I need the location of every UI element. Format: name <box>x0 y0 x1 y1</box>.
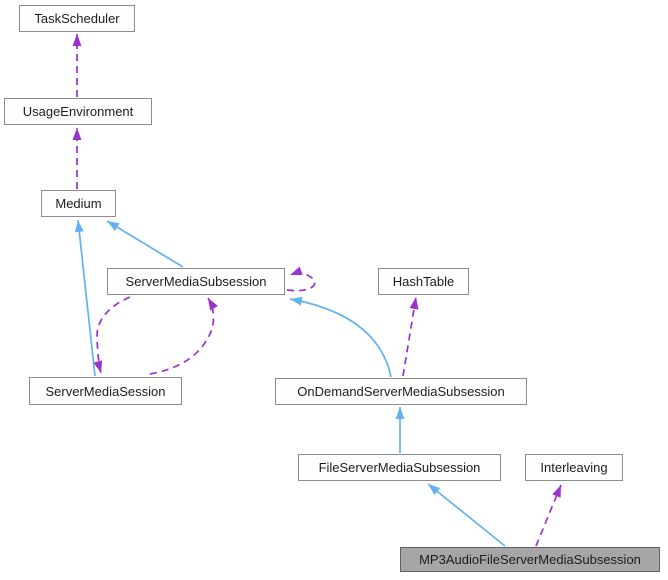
class-node-ondemandservermediasubsession[interactable]: OnDemandServerMediaSubsession <box>275 378 527 405</box>
class-node-fileservermediasubsession[interactable]: FileServerMediaSubsession <box>298 454 501 481</box>
class-node-label: MP3AudioFileServerMediaSubsession <box>419 552 641 567</box>
class-node-hashtable[interactable]: HashTable <box>378 268 469 295</box>
class-node-mp3audiofileservermediasubsession-current: MP3AudioFileServerMediaSubsession <box>400 547 660 572</box>
class-node-label: ServerMediaSession <box>45 383 166 399</box>
class-node-usageenvironment[interactable]: UsageEnvironment <box>4 98 152 125</box>
edge-inherit-ondemand-servermediasubsession <box>289 296 392 378</box>
edge-inherit-servermediasubsession-medium <box>106 220 184 268</box>
edge-usage-servermediasession-servermediasubsession <box>149 297 218 375</box>
class-node-label: HashTable <box>392 274 455 289</box>
edge-usage-servermediasubsession-servermediasession <box>93 296 131 374</box>
class-node-medium[interactable]: Medium <box>41 190 116 217</box>
class-node-servermediasubsession[interactable]: ServerMediaSubsession <box>107 268 285 295</box>
class-node-taskscheduler[interactable]: TaskScheduler <box>19 5 135 32</box>
class-node-label: OnDemandServerMediaSubsession <box>297 384 505 399</box>
class-node-label: Medium <box>55 196 102 211</box>
class-node-label: FileServerMediaSubsession <box>318 460 481 475</box>
edge-inherit-mp3audio-fileserver <box>427 483 506 547</box>
edge-usage-mp3audio-interleaving <box>535 484 562 547</box>
class-node-label: UsageEnvironment <box>22 104 134 119</box>
class-node-label: TaskScheduler <box>34 11 120 26</box>
class-node-label: ServerMediaSubsession <box>125 274 267 289</box>
class-node-interleaving[interactable]: Interleaving <box>525 454 623 481</box>
class-node-servermediasession[interactable]: ServerMediaSession <box>29 377 182 405</box>
class-node-label: Interleaving <box>540 460 608 475</box>
edge-inherit-servermediasession-medium <box>74 219 96 377</box>
edge-usage-servermediasubsession-self <box>286 266 316 292</box>
edge-usage-ondemand-hashtable <box>402 296 419 377</box>
